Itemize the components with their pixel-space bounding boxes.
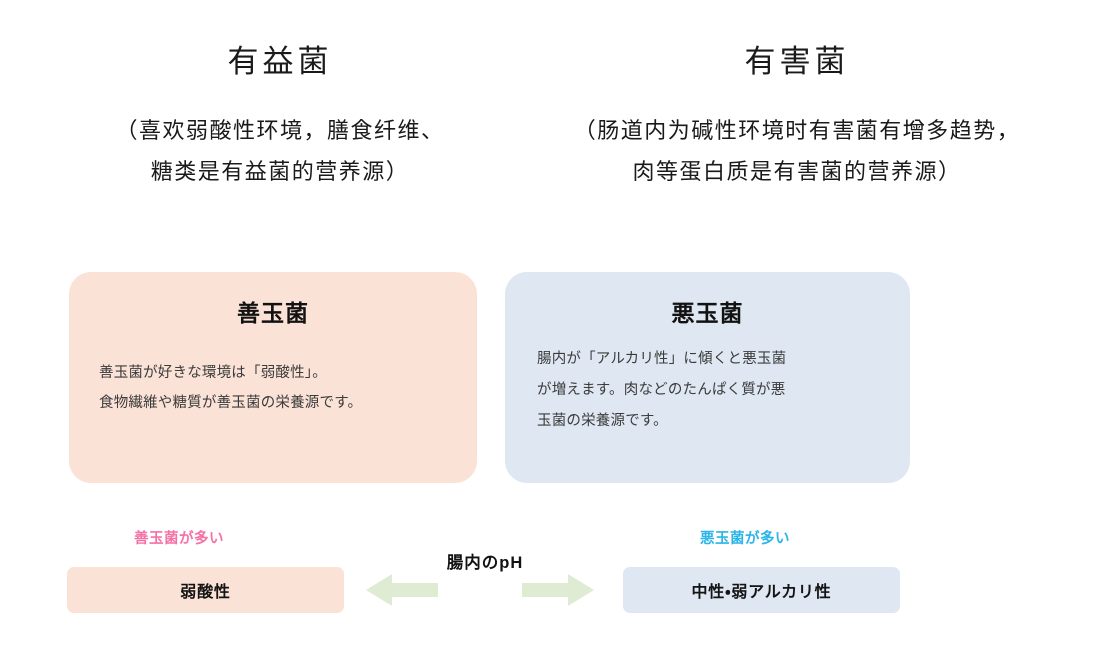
bad-bacteria-card-body-line2: が増えます。肉などのたんぱく質が悪 <box>537 382 786 398</box>
good-bacteria-card-title: 善玉菌 <box>237 300 309 326</box>
good-bacteria-subtitle-line1: （喜欢弱酸性环境，膳食纤维、 <box>115 118 445 143</box>
bad-bacteria-subtitle-line2: 肉等蛋白质是有害菌的营养源） <box>632 159 962 184</box>
good-bacteria-card-body: 善玉菌が好きな環境は「弱酸性」。 食物繊維や糖質が善玉菌の栄養源です。 <box>99 358 447 418</box>
good-bacteria-subtitle-line2: 糖类是有益菌的营养源） <box>150 159 410 184</box>
good-bacteria-card-body-line1: 善玉菌が好きな環境は「弱酸性」。 <box>99 365 327 381</box>
bad-bacteria-subtitle-line1: （肠道内为碱性环境时有害菌有增多趋势， <box>573 118 1021 143</box>
ph-bar-alkaline-label: 中性・弱アルカリ性 <box>691 584 832 601</box>
ph-bar-alkaline: 中性・弱アルカリ性 <box>623 567 900 613</box>
arrow-left-icon <box>366 573 438 612</box>
ph-scale-center-label: 腸内のpH <box>446 554 524 572</box>
good-bacteria-card: 善玉菌 善玉菌が好きな環境は「弱酸性」。 食物繊維や糖質が善玉菌の栄養源です。 <box>69 272 477 483</box>
good-bacteria-heading-block: 有益菌 （喜欢弱酸性环境，膳食纤维、 糖类是有益菌的营养源） <box>0 42 560 192</box>
ph-caption-bad-bacteria: 悪玉菌が多い <box>700 531 790 547</box>
bad-bacteria-card-body-line3: 玉菌の栄養源です。 <box>537 413 668 429</box>
ph-bar-acidic: 弱酸性 <box>67 567 344 613</box>
bad-bacteria-heading-block: 有害菌 （肠道内为碱性环境时有害菌有增多趋势， 肉等蛋白质是有害菌的营养源） <box>487 42 1107 192</box>
bad-bacteria-title: 有害菌 <box>744 44 850 79</box>
ph-caption-good-bacteria: 善玉菌が多い <box>134 531 224 547</box>
ph-bar-acidic-label: 弱酸性 <box>180 584 231 601</box>
bad-bacteria-card-title: 悪玉菌 <box>671 300 744 326</box>
ph-scale-row: 善玉菌が多い 悪玉菌が多い 弱酸性 中性・弱アルカリ性 腸内のpH <box>0 505 1110 635</box>
good-bacteria-card-body-line2: 食物繊維や糖質が善玉菌の栄養源です。 <box>99 395 363 411</box>
bad-bacteria-card-body-line1: 腸内が「アルカリ性」に傾くと悪玉菌 <box>537 351 787 367</box>
good-bacteria-title: 有益菌 <box>227 44 333 79</box>
bad-bacteria-card-body: 腸内が「アルカリ性」に傾くと悪玉菌 が増えます。肉などのたんぱく質が悪 玉菌の栄… <box>537 344 878 437</box>
arrow-right-icon <box>522 573 594 612</box>
bad-bacteria-card: 悪玉菌 腸内が「アルカリ性」に傾くと悪玉菌 が増えます。肉などのたんぱく質が悪 … <box>505 272 910 483</box>
